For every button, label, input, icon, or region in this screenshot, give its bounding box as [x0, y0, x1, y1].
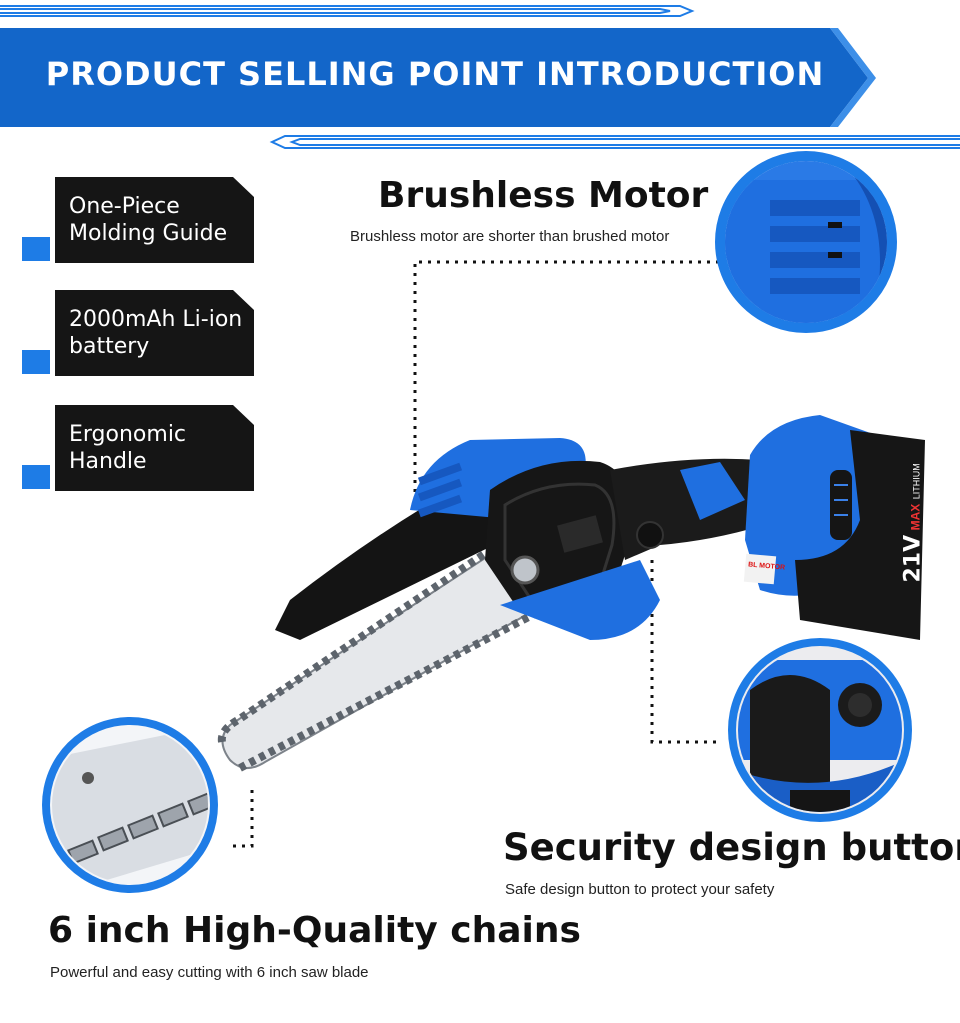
motor-callout-subtitle: Brushless motor are shorter than brushed…: [350, 228, 670, 245]
banner-bottom-stripes: [269, 135, 960, 149]
chain-callout-title: 6 inch High-Quality chains: [48, 910, 581, 951]
button-callout-subtitle: Safe design button to protect your safet…: [505, 881, 775, 898]
feature-tag-box: [55, 177, 254, 263]
feature-tag-box: [55, 405, 254, 491]
feature-molding-guide: One-Piece Molding Guide: [22, 177, 254, 263]
feature-bullet: [22, 237, 50, 261]
bar-nut: [510, 555, 540, 585]
guide-bar: [221, 543, 537, 769]
feature-label: Ergonomic Handle: [69, 422, 187, 474]
feature-tag-box: [55, 290, 254, 376]
callout-leader-lines: [228, 260, 720, 848]
button-zoom-circle: [728, 638, 912, 822]
banner-ribbon-edge: [830, 28, 876, 127]
chain-callout-subtitle: Powerful and easy cutting with 6 inch sa…: [50, 964, 369, 981]
battery-voltage: 21V: [900, 534, 926, 583]
battery-brand: MAX: [908, 503, 923, 531]
motor-zoom-circle: [715, 151, 897, 333]
button-callout-title: Security design button: [503, 826, 960, 869]
feature-bullet: [22, 465, 50, 489]
feature-handle: Ergonomic Handle: [22, 405, 254, 491]
product-illustration: [42, 151, 925, 893]
chainsaw: [217, 415, 925, 772]
battery-pack: [795, 430, 925, 640]
battery-type: LITHIUM: [911, 463, 922, 500]
banner-title: PRODUCT SELLING POINT INTRODUCTION: [45, 55, 825, 93]
motor-callout-title: Brushless Motor: [378, 175, 709, 216]
banner: [0, 5, 960, 149]
feature-bullet: [22, 350, 50, 374]
feature-label: 2000mAh Li-ion battery: [69, 307, 243, 359]
banner-top-stripes: [0, 5, 695, 17]
feature-label: One-Piece Molding Guide: [69, 194, 228, 246]
banner-ribbon: [0, 28, 868, 127]
chain-zoom-circle: [42, 717, 218, 893]
feature-battery: 2000mAh Li-ion battery: [22, 290, 254, 376]
safety-button: [636, 521, 664, 549]
saw-chain: [217, 536, 508, 743]
battery-label: 21V MAX LITHIUM: [900, 453, 926, 583]
